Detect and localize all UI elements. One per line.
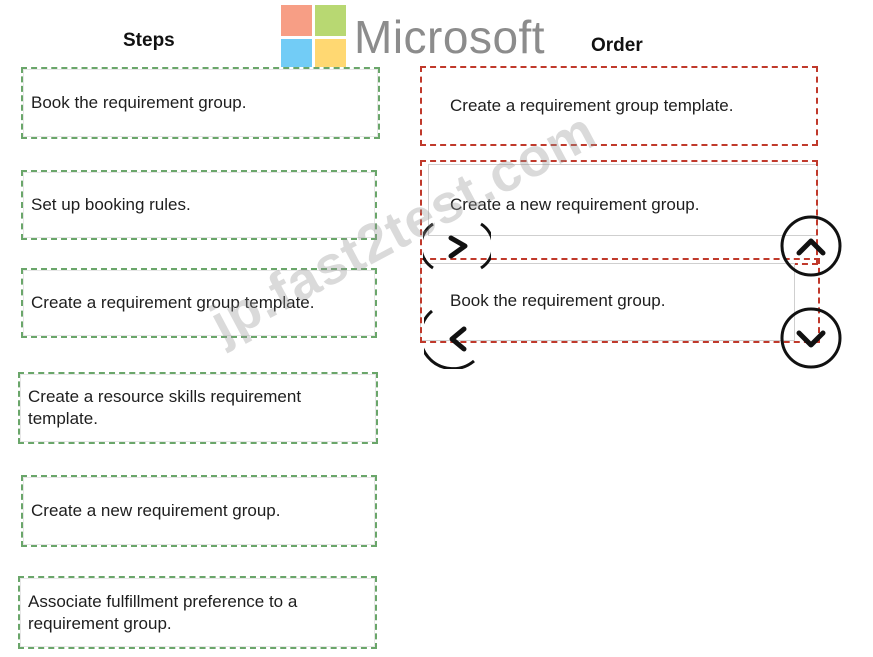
step-item-label: Book the requirement group.	[31, 93, 247, 112]
step-item-label: Set up booking rules.	[31, 195, 191, 214]
step-item[interactable]: Create a requirement group template.	[21, 268, 377, 338]
step-item-label: Create a requirement group template.	[31, 293, 315, 312]
step-item-label: Create a new requirement group.	[31, 501, 281, 520]
logo-square-yellow	[315, 38, 346, 70]
order-heading: Order	[591, 35, 643, 56]
step-item-label: Associate fulfillment preference to a re…	[28, 591, 298, 633]
order-item-label: Create a new requirement group.	[450, 195, 700, 214]
logo-square-blue	[281, 38, 312, 70]
steps-heading: Steps	[123, 30, 175, 51]
chevron-right-icon[interactable]	[423, 218, 491, 274]
step-item[interactable]: Create a new requirement group.	[21, 475, 377, 547]
chevron-left-icon[interactable]	[424, 305, 490, 369]
logo-square-green	[315, 4, 346, 36]
logo-square-red	[281, 4, 312, 36]
step-item[interactable]: Set up booking rules.	[21, 170, 377, 240]
order-item-label: Create a requirement group template.	[450, 96, 734, 115]
order-item-label: Book the requirement group.	[450, 290, 666, 310]
microsoft-logo-icon	[281, 4, 346, 70]
order-item[interactable]: Create a requirement group template.	[420, 66, 818, 146]
microsoft-logo: Microsoft	[281, 4, 546, 70]
order-slot-frame	[428, 164, 818, 236]
logo-wordmark: Microsoft	[354, 11, 546, 63]
chevron-down-icon[interactable]	[777, 305, 845, 371]
step-item[interactable]: Book the requirement group.	[21, 67, 380, 139]
chevron-up-icon[interactable]	[777, 213, 845, 279]
order-slot-frame	[420, 263, 795, 341]
step-item[interactable]: Associate fulfillment preference to a re…	[18, 576, 377, 649]
step-item[interactable]: Create a resource skills requirement tem…	[18, 372, 378, 444]
step-item-label: Create a resource skills requirement tem…	[28, 387, 302, 428]
order-item[interactable]: Book the requirement group.	[420, 258, 820, 343]
